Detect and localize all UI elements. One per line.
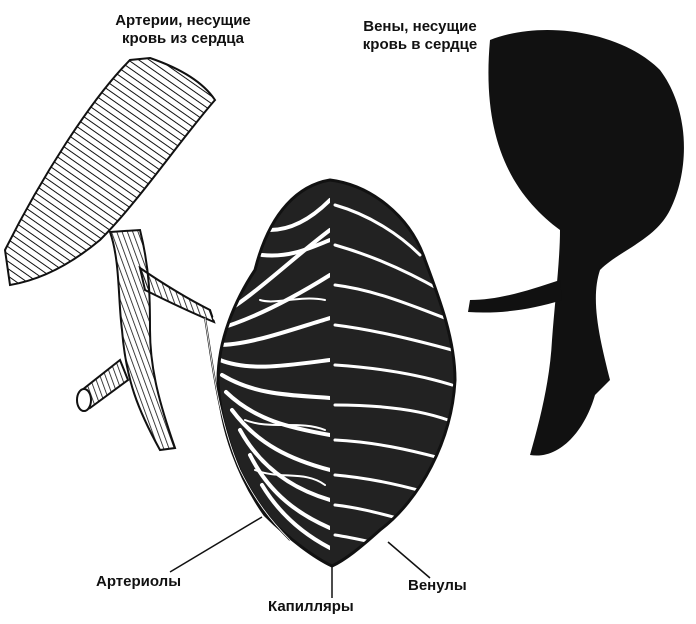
veins-label: Вены, несущие кровь в сердце [330, 18, 510, 54]
arteries-label: Артерии, несущие кровь из сердца [78, 12, 288, 48]
cut-vessel-end [77, 389, 91, 411]
veins-label-line1: Вены, несущие [330, 18, 510, 36]
artery-branch [77, 230, 214, 450]
vein-trunk [468, 30, 684, 456]
leader-arterioles [170, 517, 262, 572]
venules-label: Венулы [408, 577, 467, 595]
arterioles-label: Артериолы [96, 573, 181, 591]
leader-venules [388, 542, 430, 578]
artery-trunk [5, 58, 215, 285]
arteries-label-line2: кровь из сердца [78, 30, 288, 48]
veins-label-line2: кровь в сердце [330, 36, 510, 54]
capillaries-label: Капилляры [268, 598, 354, 616]
capillary-bed [205, 180, 455, 566]
arteries-label-line1: Артерии, несущие [78, 12, 288, 30]
